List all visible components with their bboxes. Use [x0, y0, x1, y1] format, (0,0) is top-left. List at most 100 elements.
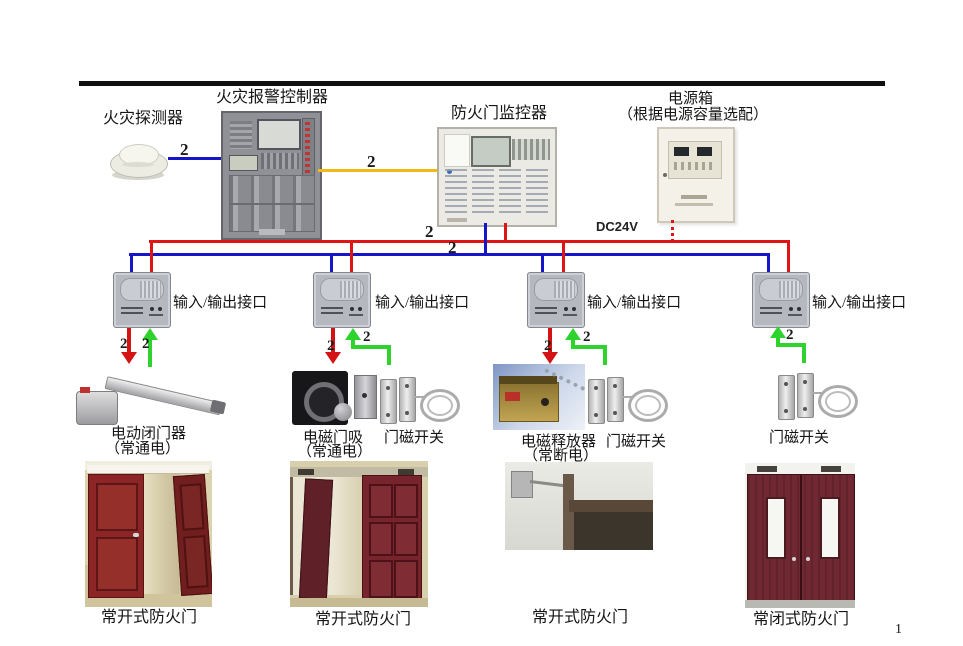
top-divider-bar — [79, 81, 885, 86]
arrow-up-head-1 — [142, 328, 158, 340]
switch-plate — [797, 373, 814, 418]
door-4-label: 常闭式防火门 — [753, 611, 850, 628]
wire-module4-red — [787, 242, 790, 272]
io-module-led — [150, 307, 154, 311]
io-module-bar — [563, 314, 577, 316]
io-module-4 — [752, 272, 810, 328]
io-module-led — [158, 307, 162, 311]
wire-qty-detector: 2 — [180, 140, 189, 159]
io-module-recess — [759, 278, 803, 301]
io-module-led — [789, 307, 793, 311]
door-release-label: 电磁释放器 — [521, 434, 597, 450]
io-module-ridges — [140, 281, 161, 298]
door-switch-3-label: 门磁开关 — [769, 430, 830, 446]
door4-window-right — [820, 497, 840, 559]
smoke-detector-graphic — [108, 138, 168, 182]
power-lock-dot — [663, 173, 667, 177]
page-number: 1 — [895, 622, 902, 637]
door4-floor — [745, 600, 855, 608]
io-module-3-label: 输入/输出接口 — [587, 295, 682, 311]
arrow-qty-3b: 2 — [583, 329, 591, 345]
power-box-sublabel: （根据电源容量选配） — [618, 107, 769, 123]
detector-slot — [122, 162, 154, 167]
door-3-label: 常开式防火门 — [532, 609, 629, 626]
power-inner-panel — [668, 141, 722, 179]
switch-plate — [588, 379, 605, 424]
power-button-row — [674, 162, 714, 170]
monitor-side-card — [444, 134, 470, 167]
switch-wire-coil — [628, 389, 668, 422]
switch-plate — [778, 375, 795, 420]
arrow-elbow-h-4 — [776, 343, 806, 347]
arrow-down-head-3 — [542, 352, 558, 364]
door2-floor — [290, 598, 428, 607]
io-module-microtext — [121, 307, 143, 315]
arrow-up-shaft-3 — [571, 338, 575, 348]
io-module-recess — [120, 278, 164, 301]
io-module-microtext — [535, 307, 557, 315]
door-holder-note: （常通电） — [297, 444, 373, 460]
holder-ball — [334, 403, 352, 421]
power-display-1 — [674, 147, 689, 156]
door2-closer-left — [298, 469, 314, 475]
power-box-graphic — [657, 127, 735, 223]
arrow-up-head-3 — [565, 328, 581, 340]
power-box-label: 电源箱 — [668, 91, 714, 107]
controller-label: 火灾报警控制器 — [216, 89, 329, 106]
monitor-label: 防火门监控器 — [451, 105, 548, 122]
monitor-screen — [471, 136, 511, 167]
arrow-up-shaft-2 — [351, 338, 355, 348]
door2-closer-right — [398, 469, 414, 475]
arrow-up-shaft-4 — [776, 336, 780, 346]
door1-corridor — [143, 474, 179, 594]
switch-wire-coil — [818, 385, 858, 418]
door-1-label: 常开式防火门 — [101, 609, 198, 626]
io-module-microtext — [760, 307, 782, 315]
io-module-bar — [149, 314, 163, 316]
arrow-qty-3a: 2 — [544, 338, 552, 354]
arrow-elbow-v-2 — [387, 345, 391, 365]
arrow-down-head-1 — [121, 352, 137, 364]
controller-screen — [257, 119, 301, 150]
io-module-3 — [527, 272, 585, 328]
io-module-led — [797, 307, 801, 311]
wire-qty-controller-monitor: 2 — [367, 152, 376, 171]
io-module-1-label: 输入/输出接口 — [173, 295, 268, 311]
arrow-qty-4: 2 — [786, 327, 794, 343]
arrow-down-head-2 — [325, 352, 341, 364]
door-switch-1-graphic — [380, 376, 460, 426]
door-switch-1-label: 门磁开关 — [384, 430, 445, 446]
door-holder-graphic — [292, 371, 378, 429]
wire-module4-blue — [767, 255, 770, 272]
door4-body — [747, 474, 855, 602]
bus-qty-blue: 2 — [448, 238, 457, 257]
door4-window-left — [766, 497, 786, 559]
door4-handle-left — [792, 557, 796, 561]
door2-main-leaf — [362, 475, 422, 603]
switch-wire-tail — [812, 392, 824, 394]
monitor-keypad — [512, 139, 550, 160]
power-logo-line-1 — [681, 195, 707, 199]
door1-header — [87, 465, 209, 474]
door-holder-label: 电磁门吸 — [303, 430, 364, 446]
io-module-bar — [349, 314, 363, 316]
arrow-qty-2a: 2 — [327, 338, 335, 354]
door2-beam — [290, 467, 428, 477]
controller-logo-bar — [259, 229, 285, 235]
bus-qty-red: 2 — [425, 222, 434, 241]
door-photo-3 — [505, 462, 653, 550]
controller-keypad — [261, 153, 299, 169]
io-module-recess — [320, 278, 364, 301]
io-module-ridges — [340, 281, 361, 298]
release-box — [499, 382, 559, 422]
wire-module1-red — [150, 242, 153, 272]
controller-slot-row-2 — [229, 204, 315, 232]
door-closer-graphic — [73, 365, 227, 427]
switch-wire-coil — [420, 389, 460, 422]
arrow-up-head-2 — [345, 328, 361, 340]
door-2-label: 常开式防火门 — [315, 611, 412, 628]
door-release-graphic — [493, 364, 586, 430]
release-box-top — [499, 376, 557, 384]
arrow-up-shaft-1 — [148, 338, 152, 367]
